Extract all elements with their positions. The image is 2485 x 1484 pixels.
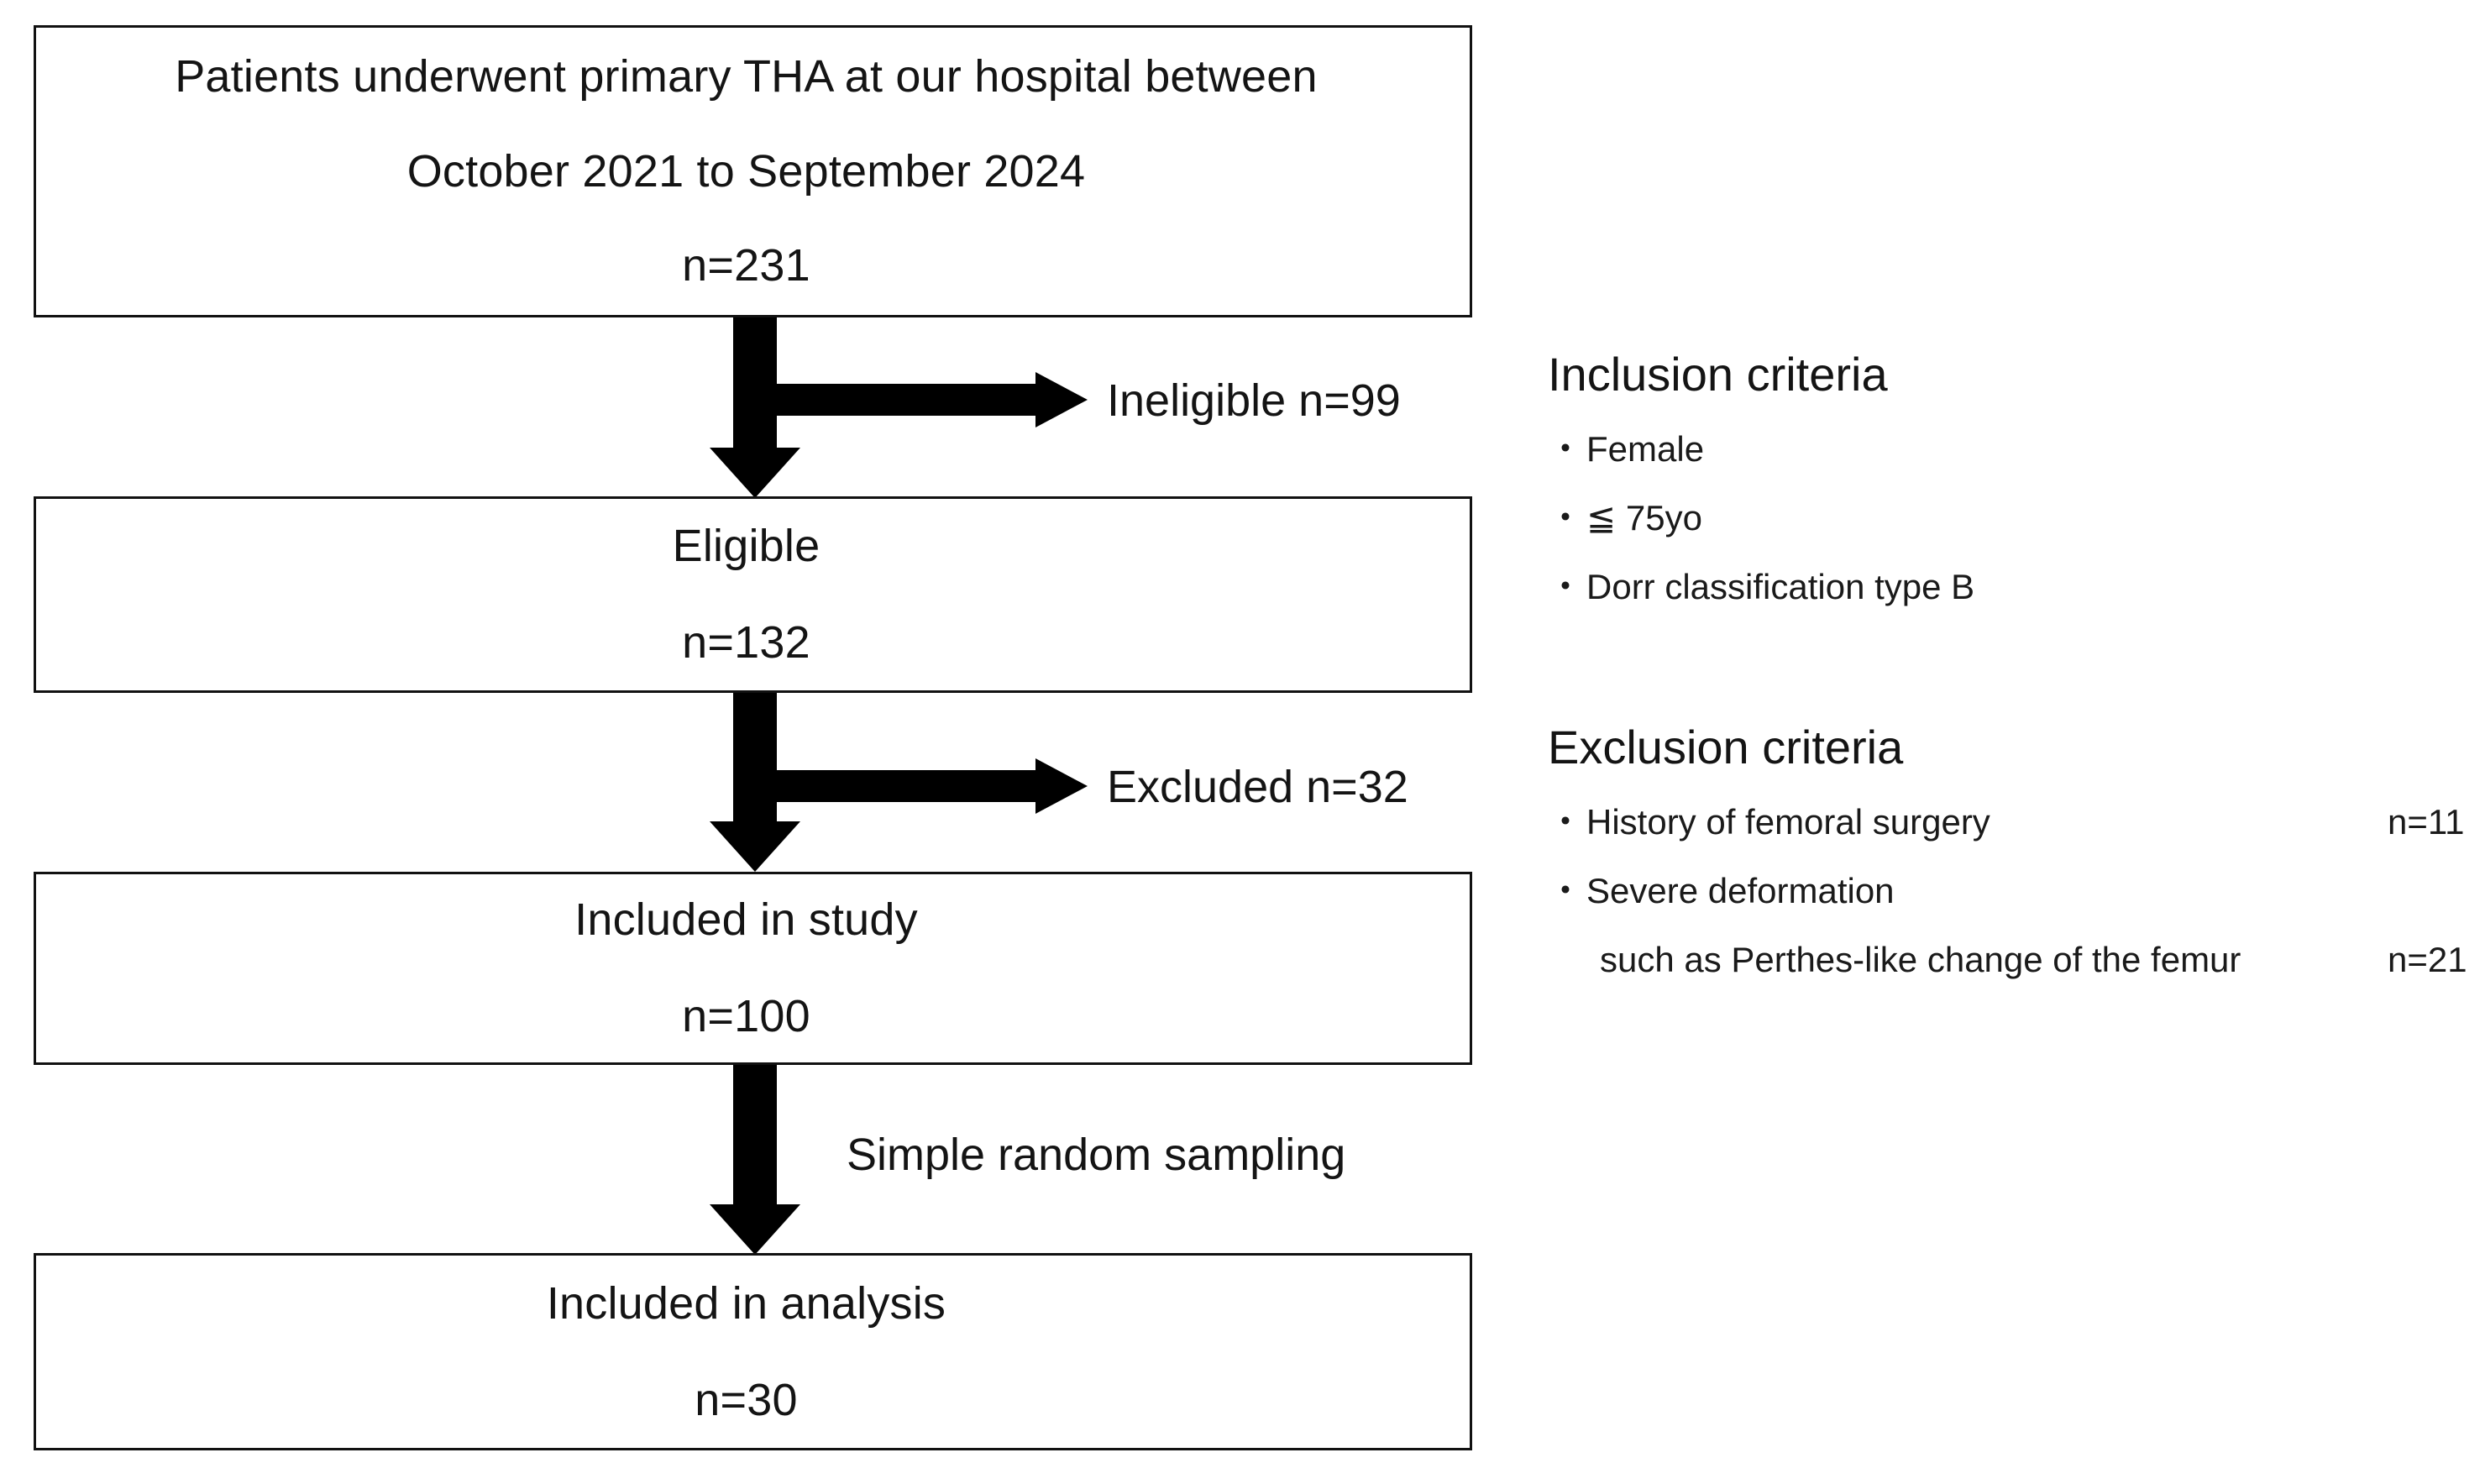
- bullet-icon: ・: [1548, 429, 1584, 469]
- arrow-head-down: [710, 821, 800, 872]
- branch-head-right: [1035, 372, 1088, 427]
- bullet-icon: ・: [1548, 498, 1584, 537]
- flow-box-included-in-study-label: Included in study: [574, 894, 918, 946]
- exclusion-criteria-item-count: n=21: [2388, 940, 2467, 979]
- inclusion-criteria-item-text: ≦ 75yo: [1586, 498, 1702, 537]
- exclusion-criteria-item: ・ History of femoral surgery n=11: [1548, 802, 2465, 842]
- flow-box-enrolled-line-1: Patients underwent primary THA at our ho…: [175, 50, 1318, 102]
- flow-box-enrolled-text: Patients underwent primary THA at our ho…: [175, 53, 1318, 290]
- exclusion-criteria-item-text: History of femoral surgery: [1586, 802, 1990, 842]
- flow-box-eligible-text: Eligible n=132: [673, 522, 820, 666]
- bullet-icon: ・: [1548, 802, 1584, 842]
- exclusion-criteria-item: ・ Severe deformation: [1548, 873, 2463, 909]
- arrow-shaft: [733, 317, 777, 450]
- flow-box-eligible-label: Eligible: [672, 521, 820, 572]
- branch-ineligible: [777, 372, 1088, 427]
- exclusion-criteria-heading: Exclusion criteria: [1548, 721, 1904, 773]
- branch-head-right: [1035, 758, 1088, 814]
- flow-box-included-in-analysis-label: Included in analysis: [546, 1277, 946, 1329]
- edge-label-excluded: Excluded n=32: [1107, 762, 1408, 812]
- flow-box-eligible: Eligible n=132: [34, 496, 1472, 693]
- exclusion-criteria-item-text: Severe deformation: [1586, 871, 1895, 910]
- arrow-enrolled-to-eligible: [710, 317, 800, 498]
- arrow-study-to-analysis: [710, 1065, 800, 1256]
- arrow-shaft: [733, 1065, 777, 1206]
- flow-box-enrolled: Patients underwent primary THA at our ho…: [34, 25, 1472, 317]
- inclusion-criteria-item: ・ Female: [1548, 432, 2463, 467]
- bullet-icon: ・: [1548, 567, 1584, 606]
- branch-bar: [777, 770, 1037, 802]
- branch-excluded: [777, 758, 1088, 814]
- edge-label-sampling: Simple random sampling: [847, 1130, 1346, 1180]
- arrow-eligible-to-study: [710, 693, 800, 873]
- inclusion-criteria-heading: Inclusion criteria: [1548, 348, 1888, 401]
- edge-label-ineligible: Ineligible n=99: [1107, 375, 1401, 426]
- exclusion-criteria-item-count: n=11: [2388, 802, 2465, 842]
- flow-box-enrolled-count: n=231: [682, 240, 810, 291]
- bullet-icon: ・: [1548, 871, 1584, 910]
- flow-box-included-in-study-count: n=100: [682, 991, 810, 1041]
- arrow-shaft: [733, 693, 777, 823]
- inclusion-criteria-item-text: Female: [1586, 429, 1705, 469]
- branch-bar: [777, 384, 1037, 416]
- flow-box-included-in-study-text: Included in study n=100: [574, 896, 918, 1040]
- exclusion-criteria-item: such as Perthes-like change of the femur…: [1548, 940, 2467, 979]
- flow-box-eligible-count: n=132: [682, 617, 810, 668]
- inclusion-criteria-item: ・ ≦ 75yo: [1548, 501, 2463, 536]
- exclusion-criteria-block: Exclusion criteria ・ History of femoral …: [1548, 721, 2467, 979]
- arrow-head-down: [710, 1204, 800, 1255]
- inclusion-criteria-block: Inclusion criteria ・ Female ・ ≦ 75yo ・ D…: [1548, 351, 2463, 605]
- inclusion-criteria-item: ・ Dorr classification type B: [1548, 569, 2463, 605]
- flow-box-included-in-analysis: Included in analysis n=30: [34, 1253, 1472, 1450]
- flow-box-included-in-study: Included in study n=100: [34, 872, 1472, 1065]
- flow-box-included-in-analysis-count: n=30: [695, 1374, 798, 1425]
- arrow-head-down: [710, 448, 800, 498]
- inclusion-criteria-item-text: Dorr classification type B: [1586, 567, 1975, 606]
- exclusion-criteria-item-text: such as Perthes-like change of the femur: [1600, 940, 2241, 979]
- flow-box-enrolled-line-2: October 2021 to September 2024: [406, 145, 1086, 197]
- flow-box-included-in-analysis-text: Included in analysis n=30: [547, 1280, 946, 1424]
